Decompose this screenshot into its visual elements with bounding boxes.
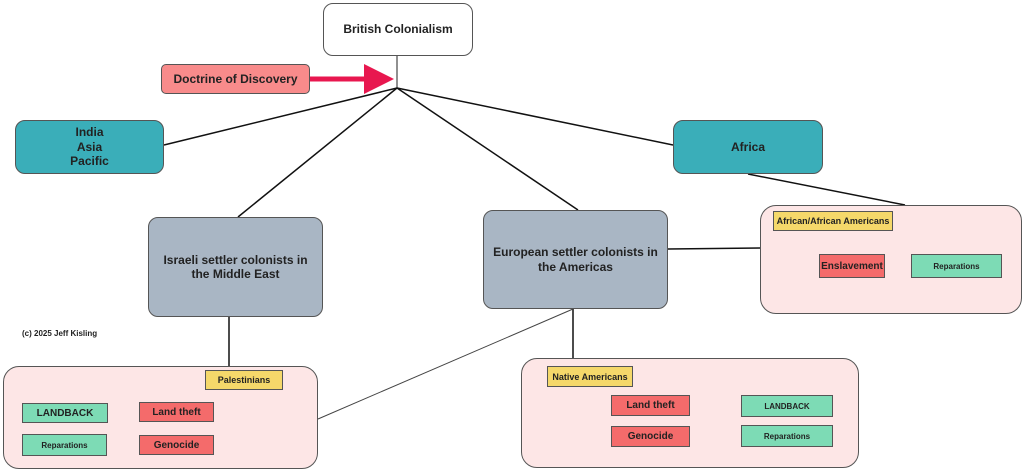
africa-node: Africa	[673, 120, 823, 174]
native-genocide-box: Genocide	[611, 426, 690, 447]
line-hub-africa	[396, 87, 674, 146]
pal-landback-box: LANDBACK	[22, 403, 108, 423]
native-americans-label: Native Americans	[547, 366, 633, 387]
british-colonialism-node: British Colonialism	[323, 3, 473, 56]
afram-reparations-box: Reparations	[911, 254, 1002, 278]
pal-land-theft-box: Land theft	[139, 402, 214, 422]
line-hub-european	[396, 87, 579, 211]
african-americans-label: African/African Americans	[773, 211, 893, 231]
native-landback-box: LANDBACK	[741, 395, 833, 417]
copyright-text: (c) 2025 Jeff Kisling	[22, 329, 98, 338]
pal-genocide-box: Genocide	[139, 435, 214, 455]
native-reparations-box: Reparations	[741, 425, 833, 447]
line-africa-afram	[747, 173, 906, 206]
line-hub-israeli	[237, 87, 398, 218]
israeli-settler-node: Israeli settler colonists in the Middle …	[148, 217, 323, 317]
line-european-afram	[667, 247, 761, 250]
afram-enslavement-box: Enslavement	[819, 254, 885, 278]
line-hub-india	[163, 87, 398, 146]
native-land-theft-box: Land theft	[611, 395, 690, 416]
european-settler-node: European settler colonists in the Americ…	[483, 210, 668, 309]
palestinians-label: Palestinians	[205, 370, 283, 390]
doctrine-of-discovery-node: Doctrine of Discovery	[161, 64, 310, 94]
line-european-palestinians	[317, 308, 574, 420]
pal-reparations-box: Reparations	[22, 434, 107, 456]
india-asia-pacific-node: India Asia Pacific	[15, 120, 164, 174]
